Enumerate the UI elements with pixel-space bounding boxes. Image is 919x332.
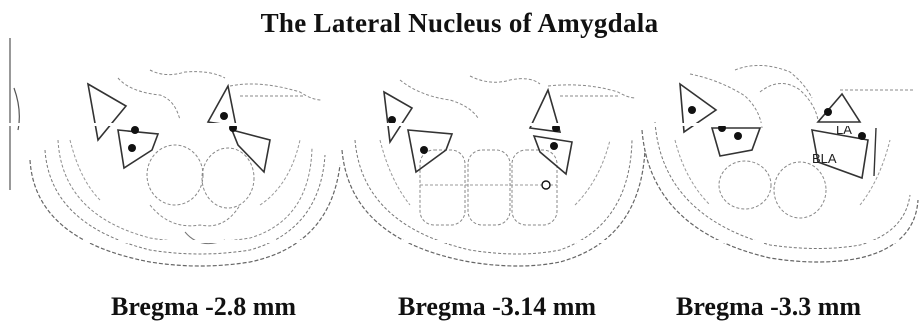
cortex-lines-3: [675, 140, 890, 205]
injection-dot: [688, 106, 696, 114]
amygdala-outline-left-3b: [712, 128, 760, 156]
injection-dot: [824, 108, 832, 116]
central-lobe-3a: [719, 161, 771, 209]
amygdala-outline-left-2: [384, 92, 412, 142]
upper-structure-1c: [230, 84, 322, 100]
caption-bregma-3: Bregma -3.3 mm: [676, 292, 861, 322]
injection-dot: [550, 142, 558, 150]
amygdala-outline-left-1: [88, 84, 126, 140]
caption-bregma-1: Bregma -2.8 mm: [111, 292, 296, 322]
outer-contour-3b: [655, 122, 910, 249]
upper-structure-2: [400, 80, 478, 118]
injection-dot: [734, 132, 742, 140]
upper-structure-1: [118, 78, 180, 120]
white-gap-band-top: [0, 123, 919, 126]
upper-structure-3b: [735, 65, 812, 98]
central-lobe-2a: [420, 150, 465, 225]
section-panel-2: [342, 76, 645, 266]
outer-contour-1c: [58, 140, 312, 242]
injection-open-dot: [542, 181, 550, 189]
central-lobe-2b: [468, 150, 510, 225]
outer-contour-2: [342, 150, 645, 266]
injection-dot: [858, 132, 866, 140]
white-gap-band-bottom: [0, 240, 919, 243]
injection-dot: [388, 116, 396, 124]
amygdala-outline-right-3: [818, 94, 860, 122]
upper-structure-2b: [470, 76, 540, 84]
section-panel-3: LA BLA: [642, 65, 918, 262]
injection-dot: [131, 126, 139, 134]
cortex-lines-1: [70, 140, 300, 205]
central-lobe-3b: [774, 162, 826, 218]
amygdala-outline-right-1b: [232, 130, 270, 172]
outer-contour-2b: [355, 140, 632, 254]
outer-contour-1b: [45, 150, 325, 254]
injection-dot: [128, 144, 136, 152]
upper-structure-3c: [760, 83, 818, 120]
bla-label: BLA: [812, 151, 837, 166]
caption-bregma-2: Bregma -3.14 mm: [398, 292, 596, 322]
central-lobe-1b: [202, 148, 254, 208]
amygdala-outline-right-2b: [534, 136, 572, 174]
section-panel-1: [14, 70, 340, 266]
central-lobe-1a: [147, 145, 203, 205]
injection-dot: [220, 112, 228, 120]
outer-contour-1: [30, 160, 340, 266]
injection-dot: [420, 146, 428, 154]
amygdala-outline-right-1: [208, 86, 236, 126]
amygdala-outline-left-1b: [118, 130, 158, 168]
upper-structure-1b: [150, 70, 225, 78]
right-edge-line-3: [874, 128, 876, 176]
